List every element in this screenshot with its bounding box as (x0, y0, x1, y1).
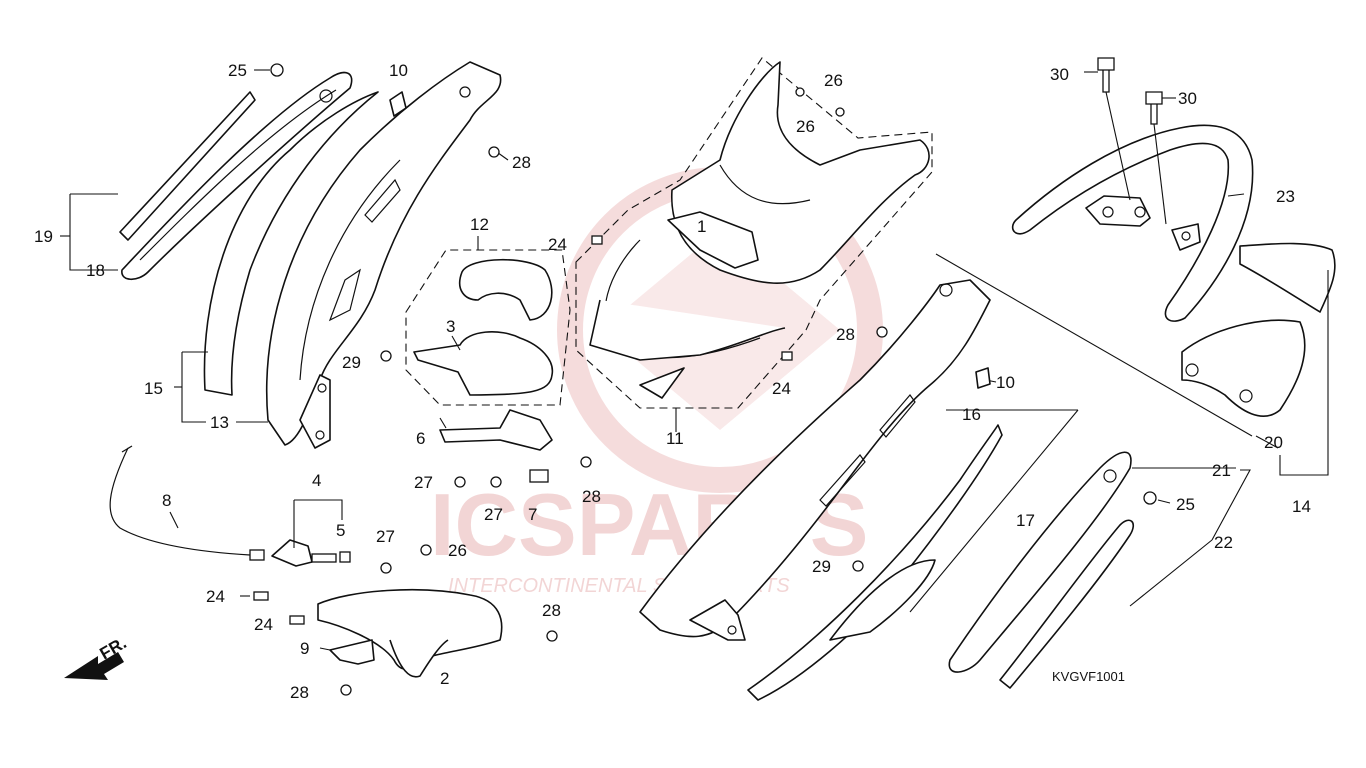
callout-26: 26 (796, 117, 815, 136)
callout-3: 3 (446, 317, 455, 336)
callout-4: 4 (312, 471, 321, 490)
callout-28: 28 (582, 487, 601, 506)
part-stripe-right (747, 424, 1003, 701)
callout-10: 10 (996, 373, 1015, 392)
callout-24: 24 (206, 587, 225, 606)
callout-15: 15 (144, 379, 163, 398)
part-side-cover-right (639, 279, 991, 641)
callout-25: 25 (228, 61, 247, 80)
part-rear-cover (1181, 242, 1336, 417)
callout-17: 17 (1016, 511, 1035, 530)
callout-8: 8 (162, 491, 171, 510)
callout-27: 27 (414, 473, 433, 492)
callout-29: 29 (812, 557, 831, 576)
callout-19: 19 (34, 227, 53, 246)
callout-28: 28 (836, 325, 855, 344)
callout-22: 22 (1214, 533, 1233, 552)
callout-1: 1 (697, 217, 706, 236)
callout-26: 26 (448, 541, 467, 560)
callout-26: 26 (824, 71, 843, 90)
direction-arrow: FR. (64, 633, 130, 680)
callout-27: 27 (484, 505, 503, 524)
callout-9: 9 (300, 639, 309, 658)
part-grab-rail (1011, 57, 1254, 322)
callout-6: 6 (416, 429, 425, 448)
part-side-cover-left (203, 61, 502, 449)
callout-24: 24 (254, 615, 273, 634)
direction-label: FR. (97, 633, 130, 663)
callout-11: 11 (666, 429, 684, 448)
fasteners (253, 63, 1157, 696)
callout-7: 7 (528, 505, 537, 524)
callout-10: 10 (389, 61, 408, 80)
callout-28: 28 (290, 683, 309, 702)
callout-24: 24 (772, 379, 791, 398)
part-cable (109, 445, 265, 561)
callout-18: 18 (86, 261, 105, 280)
callout-25: 25 (1176, 495, 1195, 514)
leader-lines (60, 69, 1329, 651)
callout-28: 28 (512, 153, 531, 172)
callout-13: 13 (210, 413, 229, 432)
diagram-code: KVGVF1001 (1052, 669, 1125, 684)
callout-27: 27 (376, 527, 395, 546)
callout-labels: 25 10 28 19 18 12 3 15 13 29 26 26 24 1 … (34, 61, 1311, 702)
callout-16: 16 (962, 405, 981, 424)
part-side-molding (948, 451, 1135, 689)
callout-12: 12 (470, 215, 489, 234)
callout-30: 30 (1178, 89, 1197, 108)
part-side-stripe-left (119, 71, 353, 281)
callout-28: 28 (542, 601, 561, 620)
callout-23: 23 (1276, 187, 1295, 206)
callout-14: 14 (1292, 497, 1311, 516)
callout-20: 20 (1264, 433, 1283, 452)
callout-21: 21 (1212, 461, 1231, 480)
callout-30: 30 (1050, 65, 1069, 84)
callout-24: 24 (548, 235, 567, 254)
callout-29: 29 (342, 353, 361, 372)
callout-2: 2 (440, 669, 449, 688)
callout-5: 5 (336, 521, 345, 540)
part-seat-group (405, 249, 571, 406)
part-middle-cover (575, 57, 933, 409)
part-latch (271, 539, 351, 567)
part-luggage-box (317, 588, 503, 678)
part-bracket (439, 409, 553, 451)
